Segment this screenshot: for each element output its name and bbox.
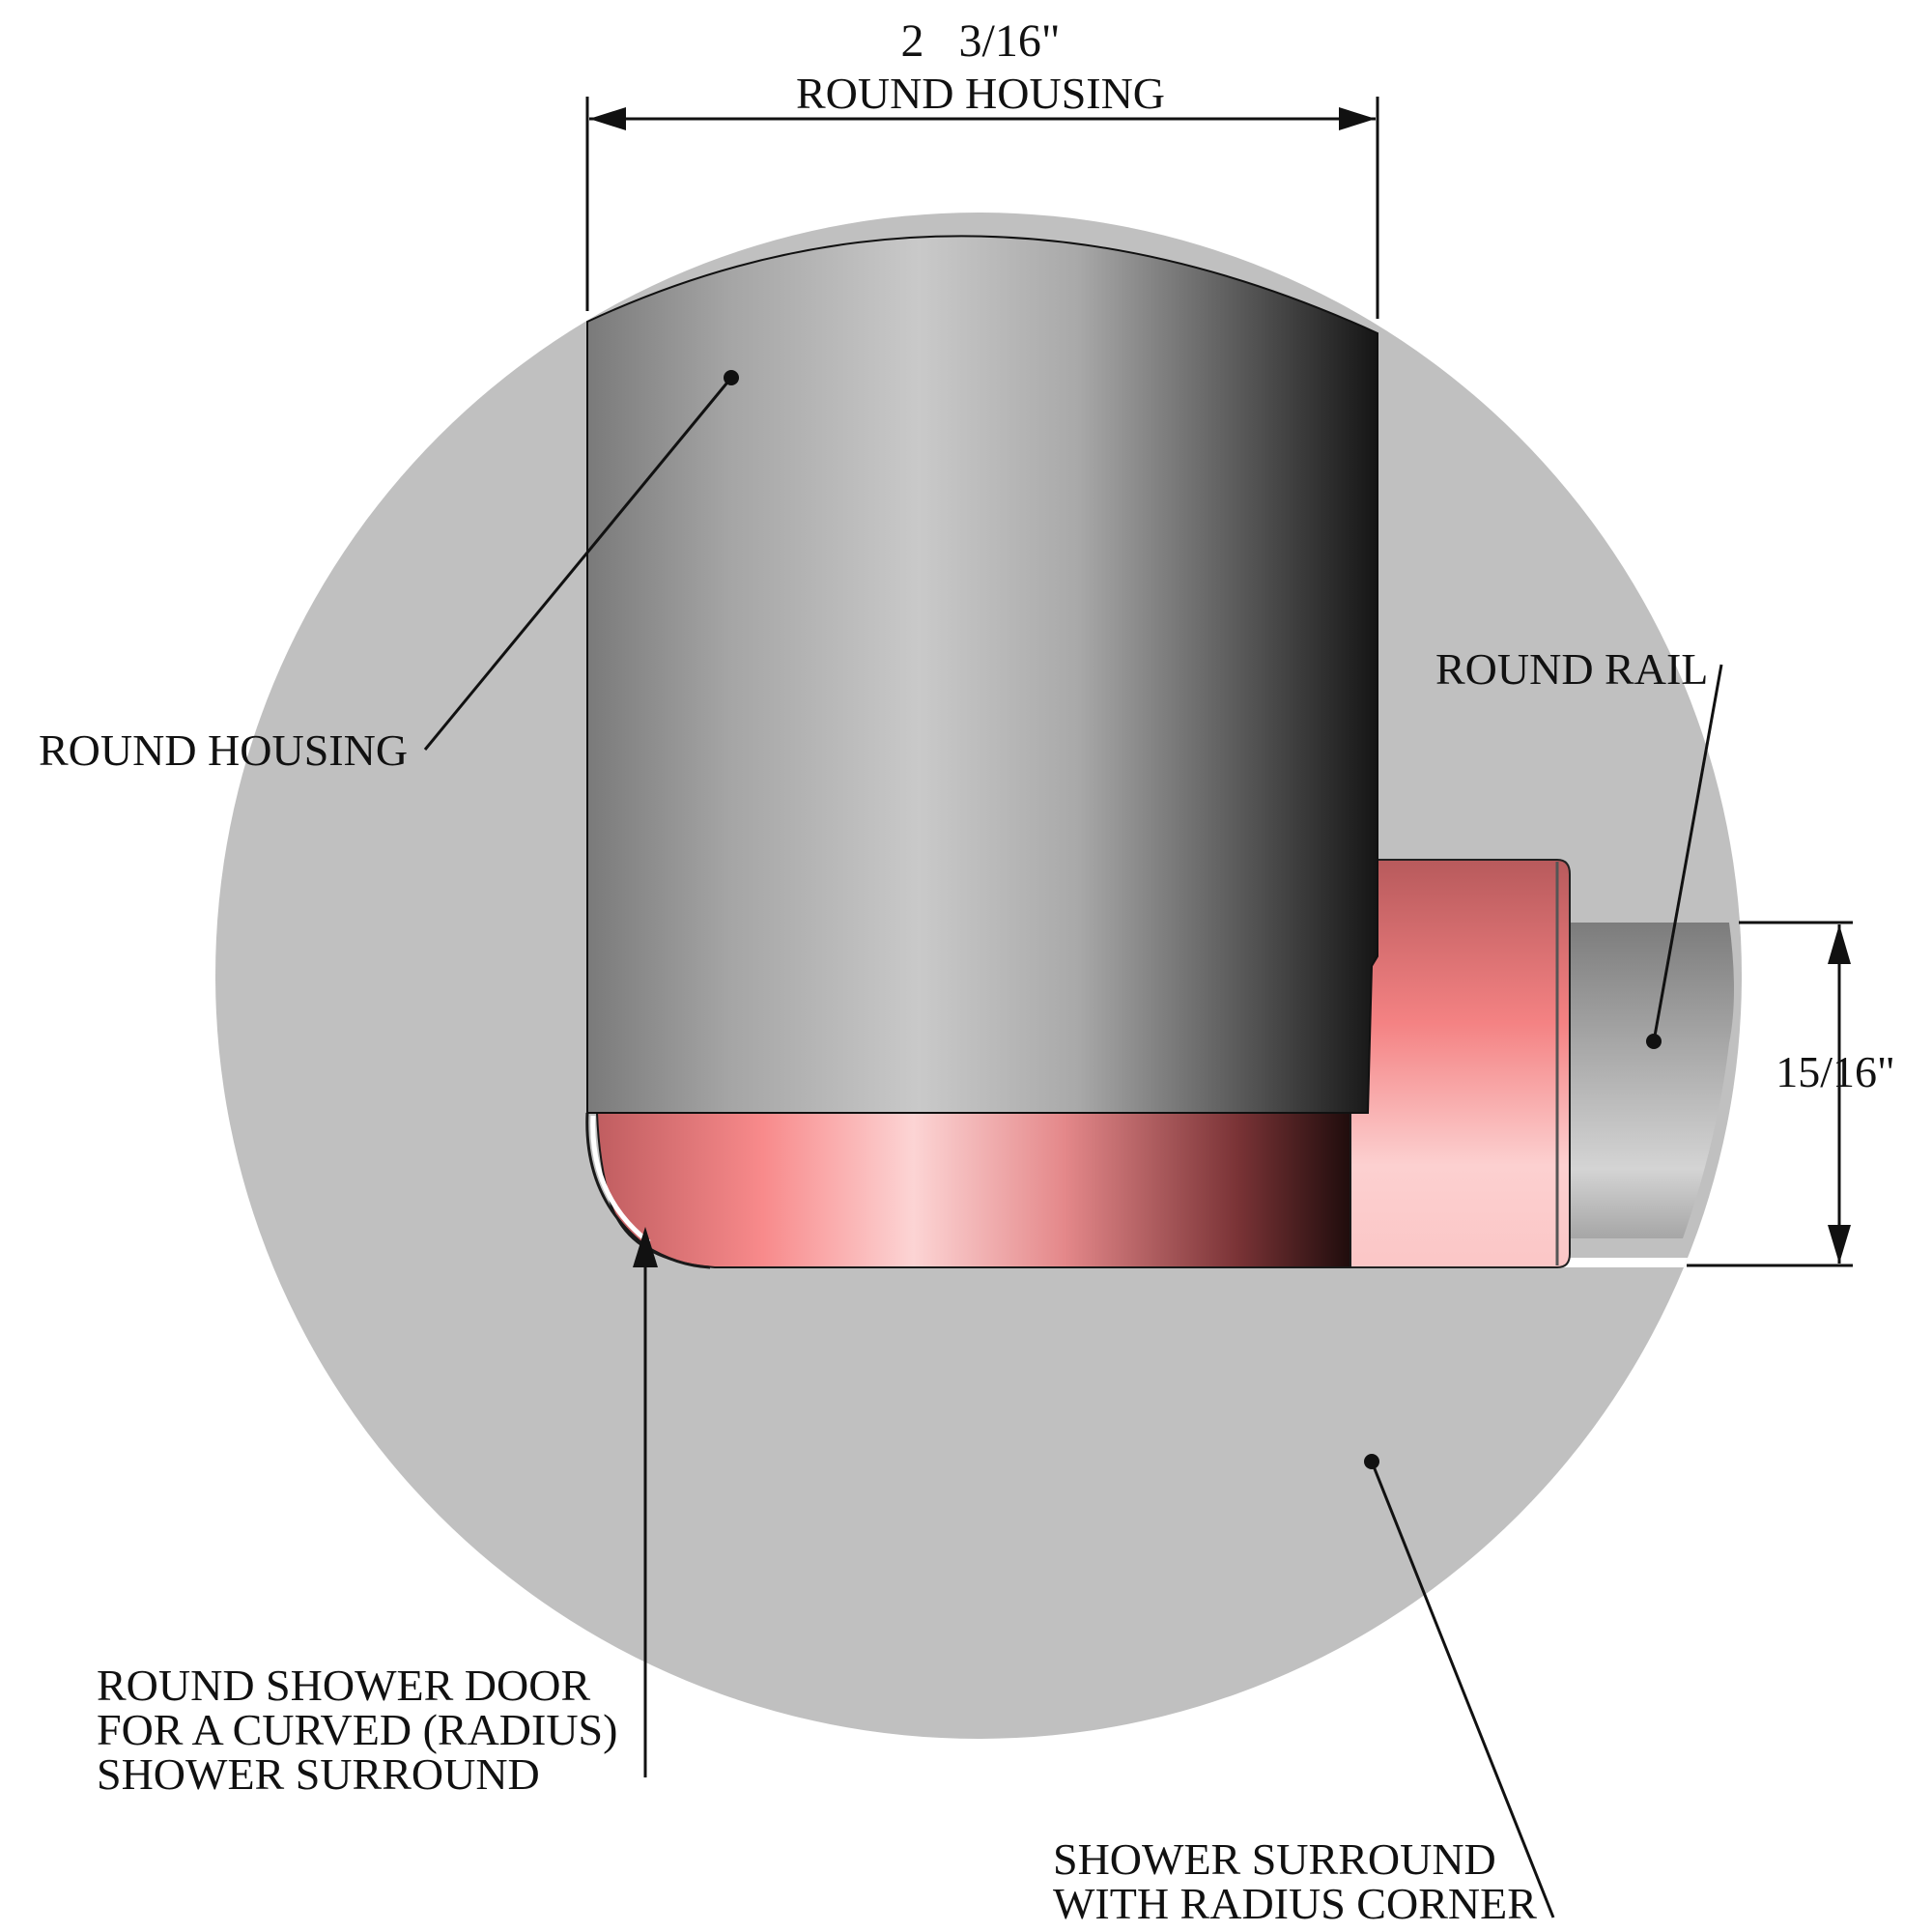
leader-dot xyxy=(1364,1454,1379,1469)
door-radius-edge xyxy=(585,1112,711,1269)
door-radius-highlight xyxy=(590,1115,651,1244)
arrowhead-top xyxy=(1828,924,1851,964)
height-dimension: 15/16" xyxy=(1687,921,1895,1267)
width-value: 2 3/16" xyxy=(901,15,1061,67)
arrowhead-bottom xyxy=(1828,1225,1851,1264)
leader-round-housing: ROUND HOUSING xyxy=(39,370,739,775)
door-side-face xyxy=(1350,859,1571,1268)
round-rail xyxy=(1570,923,1734,1238)
arrowhead-right xyxy=(1339,107,1376,130)
width-dimension: 2 3/16" ROUND HOUSING xyxy=(585,15,1379,319)
callout-round-rail: ROUND RAIL xyxy=(1435,644,1708,694)
callout-door-line3: SHOWER SURROUND xyxy=(97,1749,540,1799)
door-band xyxy=(595,1112,1351,1268)
round-shower-door xyxy=(585,1112,1351,1269)
callout-door-line2: FOR A CURVED (RADIUS) xyxy=(97,1705,617,1754)
leader-round-shower-door: ROUND SHOWER DOOR FOR A CURVED (RADIUS) … xyxy=(97,1227,658,1799)
height-value: 15/16" xyxy=(1776,1047,1895,1096)
leader-line xyxy=(423,377,733,751)
leader-arrowhead xyxy=(633,1227,658,1267)
leader-line xyxy=(1652,664,1723,1042)
leader-dot xyxy=(724,370,739,385)
width-label: ROUND HOUSING xyxy=(796,69,1165,118)
housing-body xyxy=(586,235,1378,1114)
rail-body xyxy=(1570,923,1734,1238)
leader-dot xyxy=(1646,1034,1662,1049)
callout-door-line1: ROUND SHOWER DOOR xyxy=(97,1661,590,1710)
arrowhead-left xyxy=(589,107,626,130)
round-housing xyxy=(586,235,1378,1114)
callout-surround-line2: WITH RADIUS CORNER xyxy=(1053,1879,1537,1928)
leader-shower-surround: SHOWER SURROUND WITH RADIUS CORNER xyxy=(1053,1454,1555,1928)
callout-surround-line1: SHOWER SURROUND xyxy=(1053,1834,1496,1884)
leader-line xyxy=(1370,1461,1555,1918)
callout-round-housing: ROUND HOUSING xyxy=(39,725,408,775)
leader-round-rail: ROUND RAIL xyxy=(1435,644,1723,1049)
door-side-block xyxy=(1350,859,1571,1268)
